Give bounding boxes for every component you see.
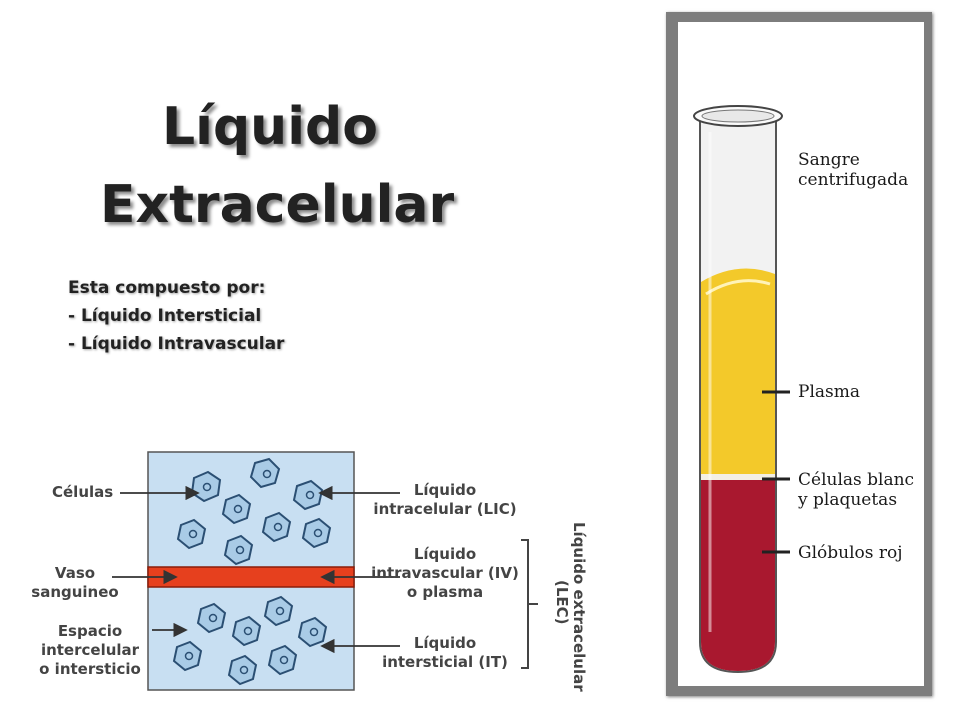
label-espacio-intercelular: Espacio intercelular o intersticio (34, 622, 146, 679)
cell (192, 472, 220, 501)
label-celulas: Células (52, 483, 113, 502)
label-liquido-intersticial: Líquido intersticial (IT) (362, 634, 528, 672)
label-liquido-extracelular-vertical: Líquido extracelular (LEC) (548, 522, 592, 700)
label-liquido-intracelular: Líquido intracelular (LIC) (362, 481, 528, 519)
label-vaso-sanguineo: Vaso sanguineo (30, 564, 120, 602)
vertical-label-line-2: (LEC) (553, 580, 571, 625)
vertical-label-line-1: Líquido extracelular (570, 522, 588, 692)
label-liquido-intravascular: Líquido intravascular (IV) o plasma (362, 545, 528, 602)
